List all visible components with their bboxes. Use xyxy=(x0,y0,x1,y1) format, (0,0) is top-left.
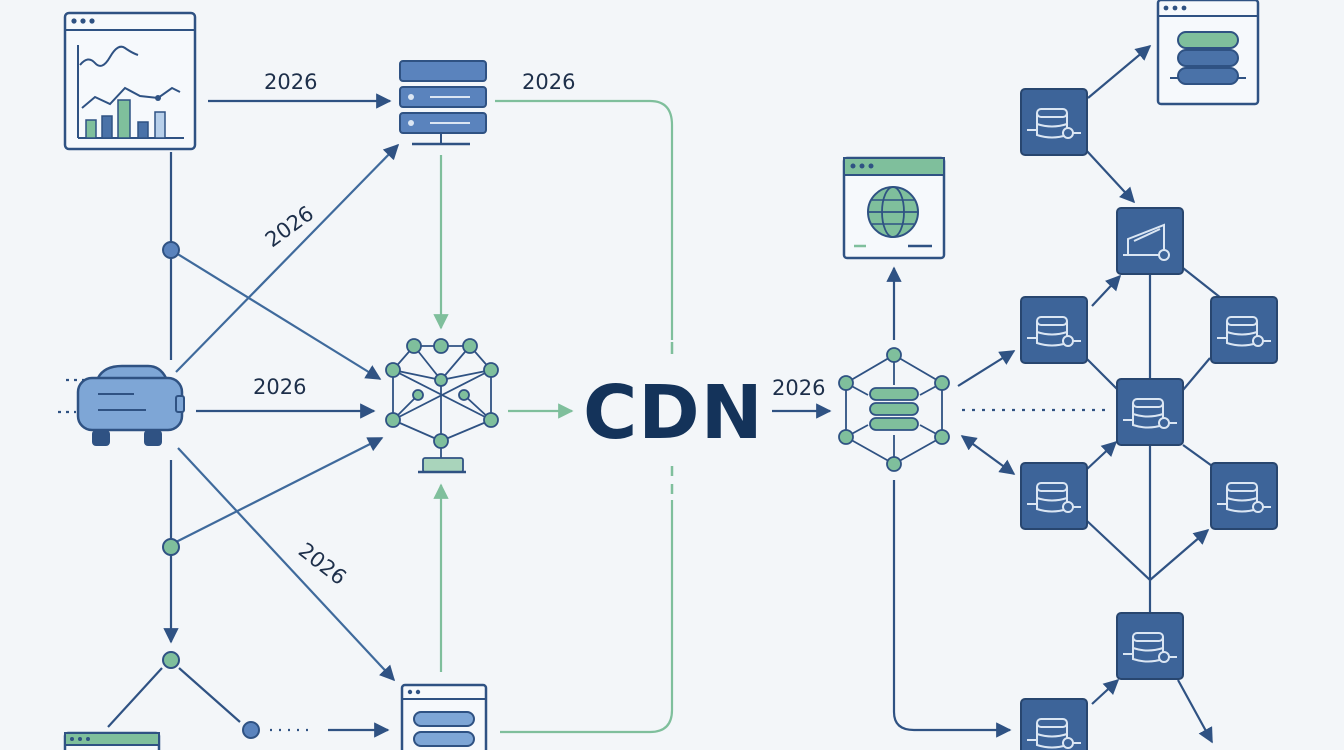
database-window-icon xyxy=(1156,0,1260,106)
edge-label: 2026 xyxy=(261,201,318,252)
database-tile-icon xyxy=(1210,296,1278,364)
junction-nodes xyxy=(162,241,260,739)
junction-node xyxy=(162,241,180,259)
edge-cluster xyxy=(1149,528,1210,581)
edge-label: 2026 xyxy=(522,70,575,94)
edge-node3-right xyxy=(178,667,241,723)
server-rack-icon xyxy=(399,60,487,146)
junction-node xyxy=(162,651,180,669)
edge-cluster xyxy=(1085,440,1118,471)
connections-right xyxy=(772,45,1227,744)
database-tile-icon xyxy=(1020,296,1088,364)
globe-window-icon xyxy=(842,156,946,260)
car-icon xyxy=(76,364,185,446)
connections-left xyxy=(58,93,674,738)
edge-cluster xyxy=(1177,679,1213,744)
database-network-icon xyxy=(838,347,950,472)
edge-car-bottom xyxy=(177,447,396,682)
database-tile-icon xyxy=(1210,462,1278,530)
edge-cluster xyxy=(1091,274,1122,307)
edge-tile-dbwindow xyxy=(1087,45,1152,99)
edge-node1-network xyxy=(175,252,382,380)
edge-node2-network xyxy=(175,437,384,543)
edge-cluster xyxy=(1182,357,1211,391)
junction-node xyxy=(242,721,260,739)
junction-node xyxy=(162,538,180,556)
edge-hub-tile-a xyxy=(957,350,1016,387)
edge-label: 2026 xyxy=(264,70,317,94)
edge-car-server xyxy=(175,143,400,373)
database-tile-icon xyxy=(1020,462,1088,530)
edge-label: 2026 xyxy=(253,375,306,399)
chart-window-icon xyxy=(63,11,197,151)
edge-hub-bottom xyxy=(892,480,1012,738)
edge-cluster xyxy=(1085,357,1119,391)
edge-tile-tile xyxy=(1085,149,1136,204)
browser-window-icon xyxy=(63,731,161,750)
edge-server-right xyxy=(495,99,674,340)
edge-cluster xyxy=(1085,519,1151,581)
monitor-tile-icon xyxy=(1116,207,1184,275)
edge-bottom-right xyxy=(500,500,674,734)
edge-cluster xyxy=(1091,678,1120,705)
edge-node3-left xyxy=(107,667,163,728)
database-tile-icon xyxy=(1116,378,1184,446)
database-tile-icon xyxy=(1116,612,1184,680)
edge-hub-tile-b xyxy=(960,435,1016,475)
database-window-icon xyxy=(400,683,488,750)
network-hub-icon xyxy=(385,338,499,474)
storage-cluster xyxy=(1020,88,1278,750)
database-tile-icon xyxy=(1020,698,1088,750)
edge-label: 2026 xyxy=(772,376,825,400)
cdn-title: CDN xyxy=(583,370,764,456)
database-tile-icon xyxy=(1020,88,1088,156)
